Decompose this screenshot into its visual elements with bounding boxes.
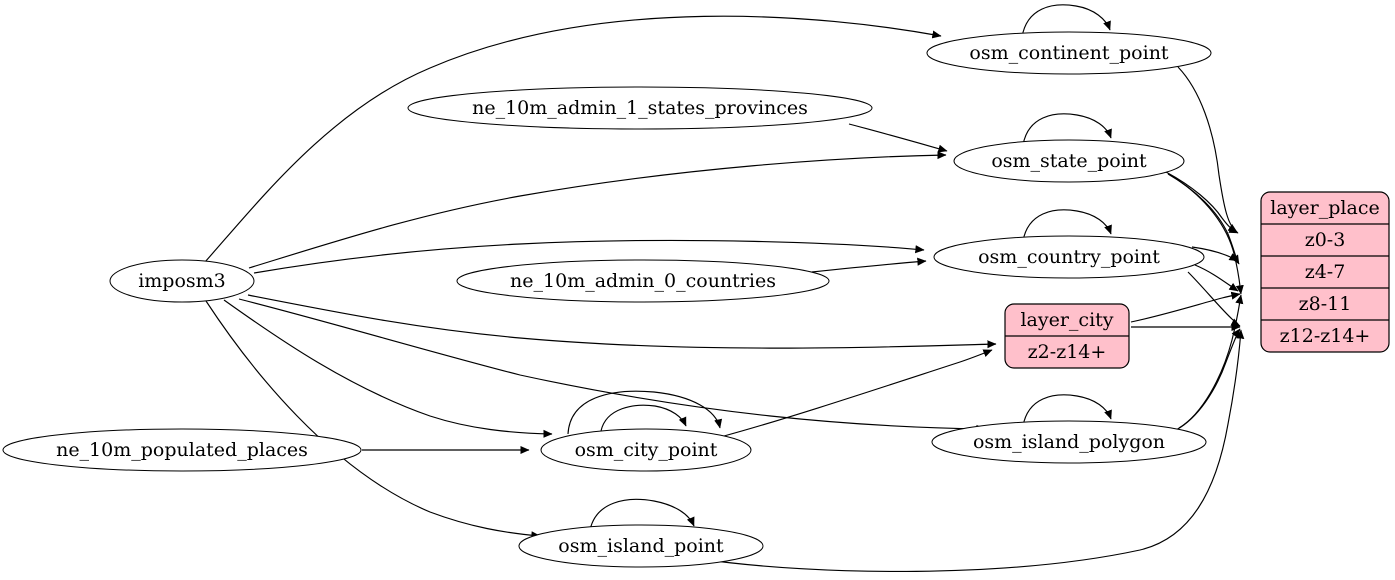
record-header-label: layer_city [1020, 309, 1113, 331]
edge-imposm3-to-osm-island-point [205, 300, 541, 540]
node-ellipse[interactable] [926, 31, 1212, 75]
node-ellipse[interactable] [109, 259, 255, 303]
record-outline[interactable] [1260, 191, 1390, 353]
node-label: osm_state_point [991, 150, 1147, 172]
node-label: ne_10m_admin_0_countries [510, 270, 776, 292]
record-row-z8-11[interactable]: z8-11 [1299, 293, 1352, 315]
node-ellipse[interactable] [456, 259, 830, 303]
edge-layer [204, 4, 1245, 573]
node-osm-city-point[interactable]: osm_city_point [540, 428, 752, 472]
selfloop-osm-state-point [1022, 113, 1112, 146]
node-ellipse[interactable] [931, 420, 1207, 464]
record-row-z12-z14[interactable]: z12-z14+ [1280, 325, 1371, 347]
node-ellipse[interactable] [540, 428, 752, 472]
node-label: osm_island_point [558, 535, 724, 557]
node-ne-10m-admin-0-countries[interactable]: ne_10m_admin_0_countries [456, 259, 830, 303]
node-ne-10m-admin-1-states-provinces[interactable]: ne_10m_admin_1_states_provinces [407, 86, 873, 130]
selfloop-osm-continent-point [1021, 4, 1111, 38]
selfloop-osm-city-point-outer [567, 390, 723, 435]
node-label: osm_country_point [978, 246, 1160, 268]
edge-osm-country-point-to-layer-place-z8-11 [1194, 264, 1239, 292]
record-row-z2-z14[interactable]: z2-z14+ [1028, 341, 1107, 363]
node-layer: imposm3 ne_10m_admin_1_states_provinces … [2, 31, 1212, 568]
node-label: ne_10m_populated_places [56, 439, 308, 461]
edge-ne-states-to-osm-state-point [848, 123, 948, 153]
node-label: osm_island_polygon [973, 431, 1165, 453]
edge-layer-city-to-layer-place-z8-11 [1130, 291, 1241, 323]
edge-imposm3-to-osm-state-point [248, 151, 947, 269]
node-ellipse[interactable] [933, 235, 1205, 279]
edge-osm-state-point-to-layer-place-z8-11 [1169, 174, 1244, 295]
edge-imposm3-to-osm-island-polygon [238, 298, 986, 433]
node-ne-10m-populated-places[interactable]: ne_10m_populated_places [2, 428, 362, 472]
record-row-z0-3[interactable]: z0-3 [1305, 229, 1346, 251]
edge-osm-continent-point-to-layer-place-z0-3 [1177, 66, 1238, 233]
node-ellipse[interactable] [407, 86, 873, 130]
record-row-z4-7[interactable]: z4-7 [1305, 261, 1346, 283]
edge-ne-countries-to-osm-country-point [811, 257, 927, 273]
edge-imposm3-to-osm-country-point [253, 239, 925, 274]
node-osm-island-point[interactable]: osm_island_point [518, 524, 764, 568]
edge-osm-country-point-to-layer-place-z4-7 [1191, 246, 1239, 262]
node-label: osm_city_point [575, 439, 718, 461]
edge-imposm3-to-osm-continent-point [204, 15, 942, 263]
selfloop-osm-city-point-inner [600, 404, 687, 432]
edge-imposm3-to-layer-city [247, 294, 997, 349]
edge-imposm3-to-osm-city-point [223, 299, 553, 438]
node-osm-continent-point[interactable]: osm_continent_point [926, 31, 1212, 75]
selfloop-osm-island-polygon [1022, 394, 1112, 427]
node-label: osm_continent_point [969, 42, 1169, 64]
node-label: imposm3 [138, 270, 226, 292]
node-osm-state-point[interactable]: osm_state_point [953, 139, 1185, 183]
node-osm-country-point[interactable]: osm_country_point [933, 235, 1205, 279]
node-label: ne_10m_admin_1_states_provinces [472, 97, 808, 119]
edge-osm-city-point-to-layer-city [723, 349, 993, 437]
selfloop-osm-island-point [589, 498, 695, 531]
record-header-label: layer_place [1270, 197, 1379, 219]
node-ellipse[interactable] [2, 428, 362, 472]
node-ellipse[interactable] [518, 524, 764, 568]
record-node-layer-city[interactable]: layer_city z2-z14+ [1004, 303, 1130, 369]
node-osm-island-polygon[interactable]: osm_island_polygon [931, 420, 1207, 464]
node-imposm3[interactable]: imposm3 [109, 259, 255, 303]
edge-osm-state-point-to-layer-place-z0-3 [1165, 171, 1239, 234]
record-node-layer-place[interactable]: layer_place z0-3 z4-7 z8-11 z12-z14+ [1260, 191, 1390, 353]
selfloop-osm-country-point [1022, 209, 1112, 242]
edge-osm-island-point-to-layer-place-z12-z14 [699, 329, 1245, 573]
node-ellipse[interactable] [953, 139, 1185, 183]
